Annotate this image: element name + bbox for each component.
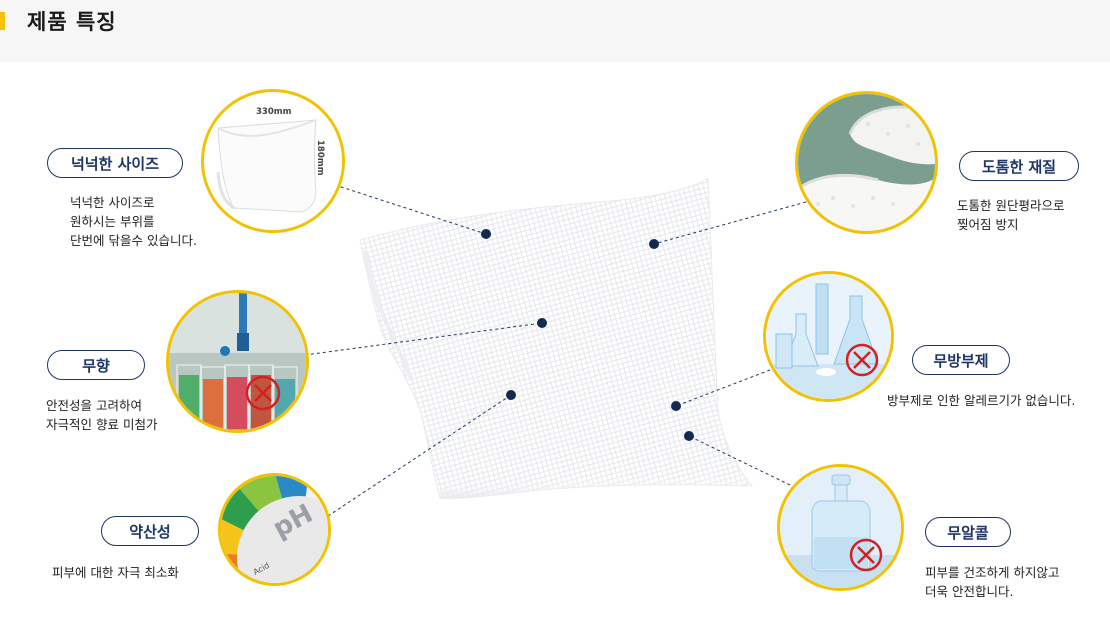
size-height-label: 180mm: [315, 140, 325, 176]
desc-line: 안전성을 고려하여: [46, 398, 142, 413]
ph-image: pH Acid: [218, 473, 331, 586]
no-mark-icon: [849, 538, 883, 572]
page-title: 제품 특징: [27, 10, 117, 34]
feature-material-title: 도톰한 재질: [959, 151, 1079, 181]
feature-fragrance-desc: 안전성을 고려하여 자극적인 향료 미첨가: [46, 396, 157, 434]
desc-line: 자극적인 향료 미첨가: [46, 417, 158, 432]
feature-alcohol-title: 무알콜: [925, 517, 1011, 547]
feature-dot-acid: [506, 390, 516, 400]
material-image: [795, 91, 938, 234]
desc-line: 도톰한 원단평라으로: [957, 198, 1065, 213]
connector-fragrance: [304, 322, 543, 356]
wipe-image: [359, 177, 754, 499]
feature-preservative-desc: 방부제로 인한 알레르기가 없습니다.: [887, 391, 1075, 410]
desc-line: 찢어짐 방지: [957, 217, 1019, 232]
size-image: 330mm 180mm: [201, 89, 345, 233]
connector-acid: [327, 394, 512, 517]
alcohol-image: [777, 464, 904, 591]
no-mark-icon: [845, 343, 879, 377]
feature-size-desc: 넉넉한 사이즈로 원하시는 부위를 단번에 닦을수 있습니다.: [70, 193, 197, 250]
section-header: 제품 특징: [0, 0, 1110, 62]
connector-alcohol: [688, 435, 791, 486]
desc-line: 피부를 건조하게 하지않고: [925, 565, 1060, 580]
header-accent-bar: [0, 12, 5, 30]
desc-line: 더욱 안전합니다.: [925, 584, 1014, 599]
feature-dot-fragrance: [537, 318, 547, 328]
desc-line: 피부에 대한 자극 최소화: [52, 565, 179, 580]
connector-preservative: [675, 369, 771, 407]
feature-size-title: 넉넉한 사이즈: [47, 148, 183, 178]
feature-alcohol-desc: 피부를 건조하게 하지않고 더욱 안전합니다.: [925, 563, 1059, 601]
feature-dot-alcohol: [684, 431, 694, 441]
preservative-image: [763, 271, 894, 402]
feature-preservative-title: 무방부제: [912, 345, 1010, 375]
feature-dot-material: [649, 239, 659, 249]
desc-line: 넉넉한 사이즈로: [70, 195, 155, 210]
connector-material: [653, 201, 807, 245]
feature-acid-desc: 피부에 대한 자극 최소화: [52, 563, 179, 582]
fragrance-image: [166, 290, 309, 433]
feature-fragrance-title: 무향: [47, 350, 145, 380]
feature-dot-preservative: [671, 401, 681, 411]
size-width-label: 330mm: [256, 107, 292, 117]
desc-line: 단번에 닦을수 있습니다.: [70, 233, 197, 248]
feature-dot-size: [481, 229, 491, 239]
connector-size: [334, 184, 487, 235]
desc-line: 원하시는 부위를: [70, 214, 155, 229]
no-mark-icon: [245, 375, 281, 411]
feature-material-desc: 도톰한 원단평라으로 찢어짐 방지: [957, 196, 1064, 234]
desc-line: 방부제로 인한 알레르기가 없습니다.: [887, 393, 1076, 408]
feature-acid-title: 약산성: [101, 516, 199, 546]
